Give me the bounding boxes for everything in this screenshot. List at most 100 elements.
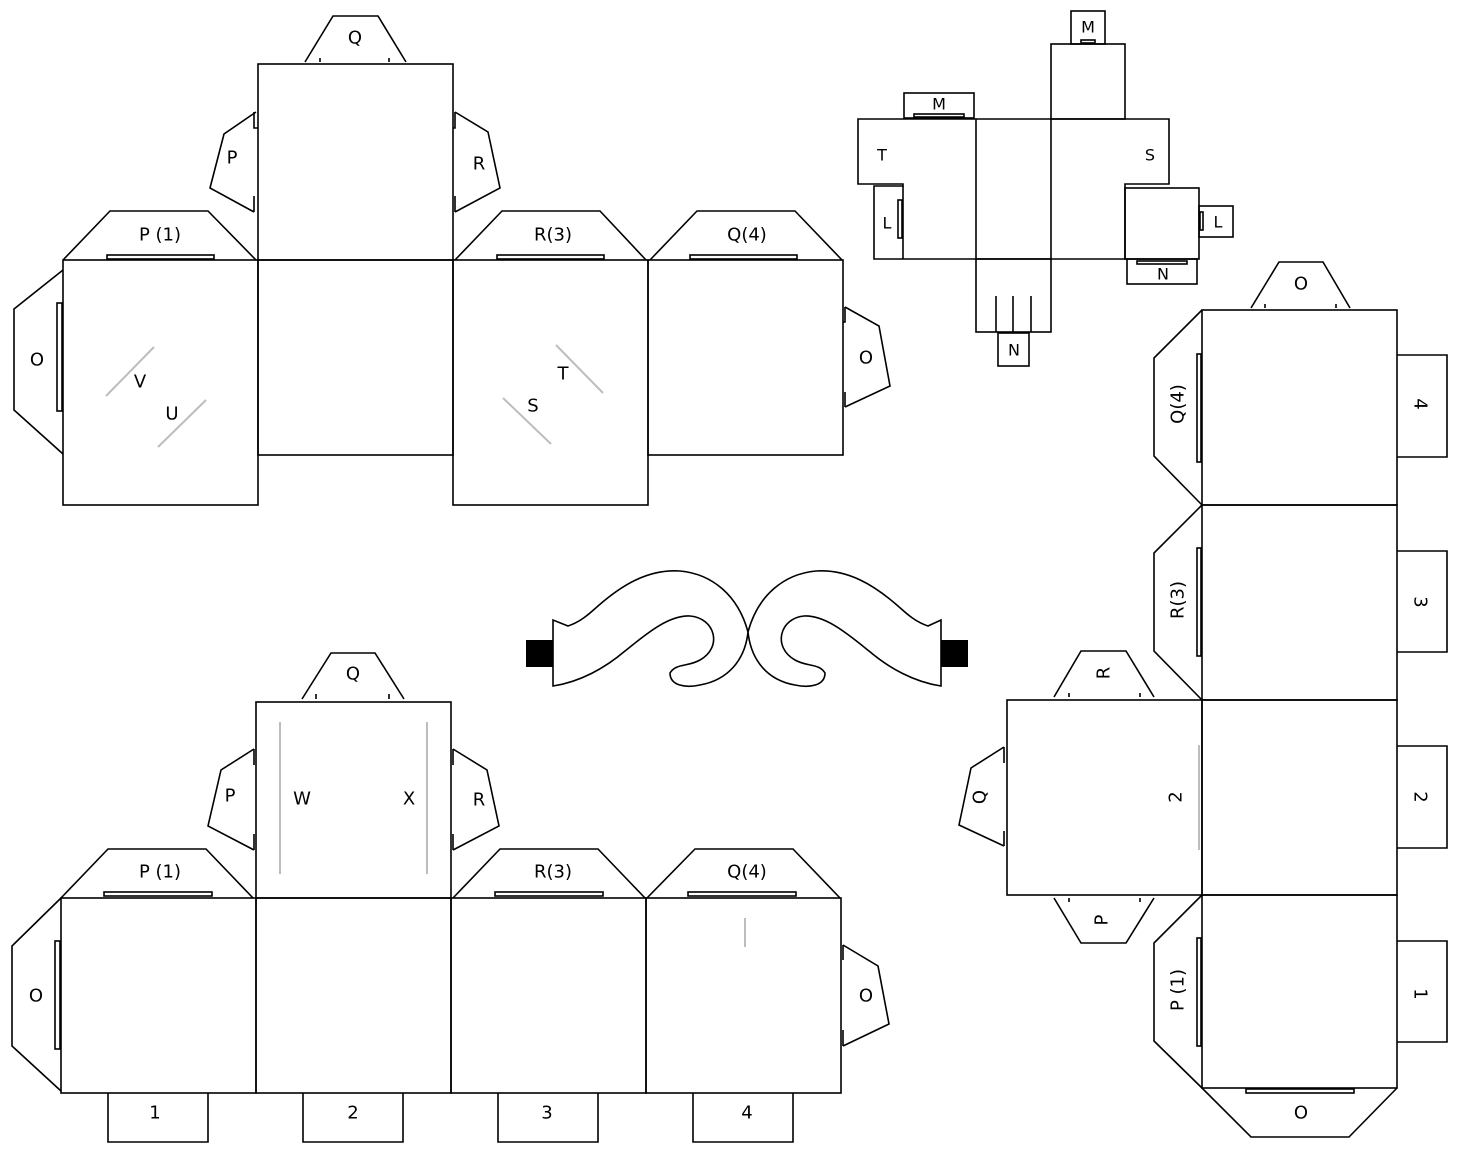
net-c-tab-bottom-label: N bbox=[1008, 341, 1020, 360]
net-b-top-panel bbox=[255, 701, 452, 899]
net-c-tab-right-label: L bbox=[1214, 213, 1223, 232]
net-b-panel-2 bbox=[255, 897, 452, 1094]
net-d-panel-1 bbox=[1201, 894, 1398, 1089]
net-b-left-side-tab-label: P bbox=[225, 786, 236, 807]
net-a-top-tab bbox=[304, 15, 407, 63]
net-d-side-flap-1 bbox=[1153, 894, 1203, 1089]
net-a-slit-u: U bbox=[165, 404, 178, 425]
net-d-panel-3 bbox=[1201, 504, 1398, 701]
net-b-panel-1 bbox=[60, 897, 257, 1094]
net-c-face-left-label: T bbox=[876, 146, 887, 165]
net-a: Q P R P (1) R(3) Q(4) O O bbox=[13, 15, 891, 506]
net-b-flap-3-label: Q(4) bbox=[727, 862, 767, 883]
net-c-tab-bottom-right-label: N bbox=[1157, 265, 1169, 284]
net-c-tab-right bbox=[1198, 205, 1234, 238]
net-a-top-panel bbox=[257, 63, 454, 261]
net-d-right-tab-1-label: 1 bbox=[1410, 988, 1431, 999]
net-b-bottom-tab-3-label: 3 bbox=[541, 1103, 552, 1124]
net-b-top-tab-label: Q bbox=[346, 664, 360, 685]
net-d-right-tab-2-label: 2 bbox=[1410, 791, 1431, 802]
net-a-panel-1 bbox=[62, 259, 259, 506]
net-d-extra-face bbox=[1006, 699, 1203, 896]
mustache-left-half bbox=[552, 570, 749, 688]
net-b-fold-w: W bbox=[293, 789, 311, 810]
net-c-column-top bbox=[1050, 43, 1126, 120]
net-c: M M T S L L N N bbox=[857, 10, 1234, 367]
net-a-top-tab-label: Q bbox=[348, 28, 362, 49]
net-a-slit-v: V bbox=[134, 372, 147, 393]
net-d-right-tab-4 bbox=[1397, 354, 1448, 458]
net-d-right-tab-1 bbox=[1397, 940, 1448, 1043]
net-a-left-end-tab-label: O bbox=[30, 350, 44, 371]
net-b-fold-x: X bbox=[403, 789, 415, 810]
net-d-extra-left-tab bbox=[958, 746, 1005, 847]
net-b-right-side-tab-label: R bbox=[473, 790, 486, 811]
net-b-flap-2 bbox=[452, 848, 646, 899]
net-a-slit-s: S bbox=[527, 396, 538, 417]
net-b-left-end-tab bbox=[11, 897, 62, 1092]
net-c-tab-top-right-label: M bbox=[1081, 18, 1095, 37]
net-d-extra-top-tab-label: R bbox=[1094, 667, 1115, 680]
net-a-flap-3-label: Q(4) bbox=[727, 225, 767, 246]
net-d-extra-face-label: 2 bbox=[1166, 791, 1187, 802]
net-d-right-tab-3 bbox=[1397, 550, 1448, 653]
net-d-side-flap-1-label: P (1) bbox=[1168, 969, 1189, 1011]
net-d-side-flap-3-label: R(3) bbox=[1168, 581, 1189, 619]
net-c-tab-top-left-label: M bbox=[932, 95, 946, 114]
net-d-extra-bottom-tab-label: P bbox=[1092, 914, 1113, 925]
net-b-flap-1 bbox=[60, 848, 254, 899]
net-a-flap-3 bbox=[649, 210, 843, 261]
net-b-bottom-tab-4-label: 4 bbox=[741, 1103, 752, 1124]
net-c-tab-bottom-right bbox=[1126, 258, 1198, 285]
net-d-bottom-tab bbox=[1201, 1087, 1398, 1138]
net-a-flap-2 bbox=[454, 210, 647, 261]
net-b-bottom-tab-2-label: 2 bbox=[347, 1103, 358, 1124]
net-d-side-flap-4-label: Q(4) bbox=[1168, 384, 1189, 424]
net-b-left-end-tab-label: O bbox=[29, 986, 43, 1007]
net-a-right-side-tab bbox=[454, 111, 501, 213]
net-c-tab-left-label: L bbox=[883, 214, 892, 233]
net-b-flap-3 bbox=[646, 848, 841, 899]
net-b-panel-4 bbox=[645, 897, 842, 1094]
net-a-right-end-tab bbox=[844, 306, 891, 408]
net-b-bottom-tab-2 bbox=[302, 1093, 404, 1143]
net-b-right-end-tab bbox=[842, 944, 890, 1047]
mustache-right-peg bbox=[941, 640, 968, 667]
net-a-right-end-tab-label: O bbox=[859, 348, 873, 369]
net-b-right-end-tab-label: O bbox=[859, 986, 873, 1007]
net-a-flap-1-label: P (1) bbox=[139, 225, 181, 246]
net-d-right-tab-4-label: 4 bbox=[1410, 398, 1431, 409]
net-a-flap-2-label: R(3) bbox=[534, 225, 572, 246]
net-b-bottom-tab-3 bbox=[497, 1093, 599, 1143]
net-a-panel-2 bbox=[257, 259, 454, 456]
net-a-flap-1 bbox=[62, 210, 257, 261]
net-d-side-flap-3 bbox=[1153, 504, 1203, 701]
net-b: Q W X P R P (1) R(3) Q(4) O bbox=[11, 652, 890, 1143]
net-b-flap-1-label: P (1) bbox=[139, 862, 181, 883]
net-d-extra-bottom-tab bbox=[1053, 897, 1155, 944]
net-a-left-side-tab bbox=[209, 111, 257, 213]
net-b-bottom-tab-4 bbox=[692, 1093, 794, 1143]
net-b-left-side-tab bbox=[207, 748, 255, 851]
net-d-bottom-tab-label: O bbox=[1294, 1103, 1308, 1124]
net-d-right-tab-3-label: 3 bbox=[1410, 596, 1431, 607]
net-d-top-tab-label: O bbox=[1294, 274, 1308, 295]
net-a-panel-4 bbox=[647, 259, 844, 456]
net-a-panel-3 bbox=[452, 259, 649, 506]
net-a-right-side-tab-label: R bbox=[473, 154, 486, 175]
net-a-slit-t: T bbox=[557, 364, 570, 385]
net-c-face-right-label: S bbox=[1145, 146, 1155, 165]
net-c-right-square bbox=[1124, 187, 1200, 260]
net-b-top-tab bbox=[301, 652, 405, 700]
net-b-panel-3 bbox=[450, 897, 647, 1094]
net-b-flap-2-label: R(3) bbox=[534, 862, 572, 883]
net-b-right-side-tab bbox=[452, 748, 500, 851]
net-d-extra-top-tab bbox=[1053, 650, 1155, 698]
net-d-extra-left-tab-label: Q bbox=[970, 790, 991, 804]
net-b-bottom-tab-1-label: 1 bbox=[149, 1103, 160, 1124]
net-d-panel-2 bbox=[1201, 699, 1398, 896]
net-a-left-end-tab bbox=[13, 269, 64, 455]
net-c-tab-top-right bbox=[1070, 10, 1106, 45]
